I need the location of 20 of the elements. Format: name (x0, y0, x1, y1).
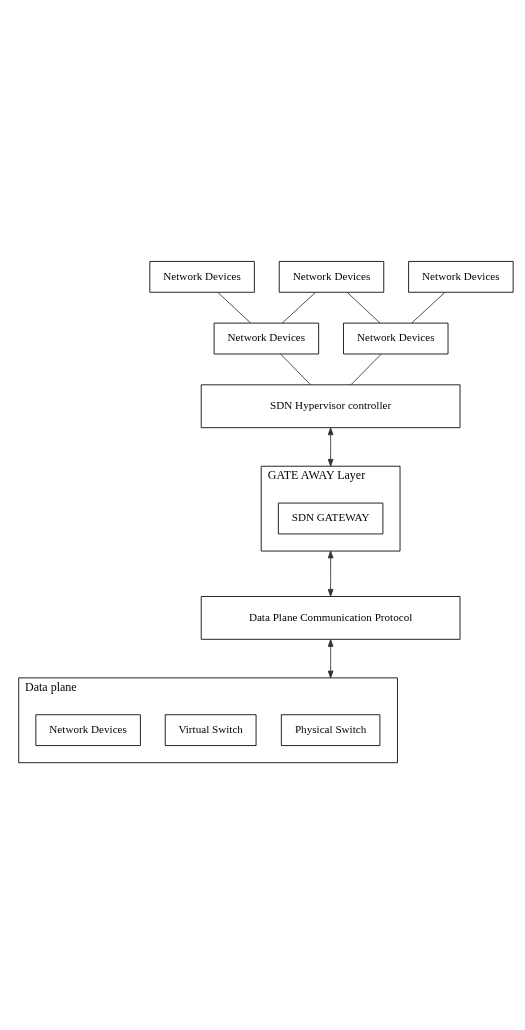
node-box: Network Devices (278, 260, 385, 293)
node-box: Network Devices (35, 713, 141, 746)
node-box: SDN GATEWAY (277, 502, 384, 534)
node-box: Network Devices (343, 322, 449, 354)
node-box: Virtual Switch (164, 713, 257, 746)
arrow (327, 638, 334, 678)
arrow (327, 426, 334, 467)
node-box: Physical Switch (280, 713, 381, 746)
connector (281, 291, 316, 323)
node-box: Network Devices (408, 260, 514, 293)
node-box: Network Devices (213, 322, 320, 354)
connector (350, 353, 382, 385)
connector (411, 291, 446, 323)
connector (346, 291, 381, 323)
node-box: Network Devices (149, 260, 255, 293)
connector (280, 353, 311, 385)
connector (217, 291, 252, 323)
node-box: SDN Hypervisor controller (200, 383, 461, 428)
arrow (327, 550, 334, 597)
node-box: Data Plane Communication Protocol (200, 595, 461, 640)
